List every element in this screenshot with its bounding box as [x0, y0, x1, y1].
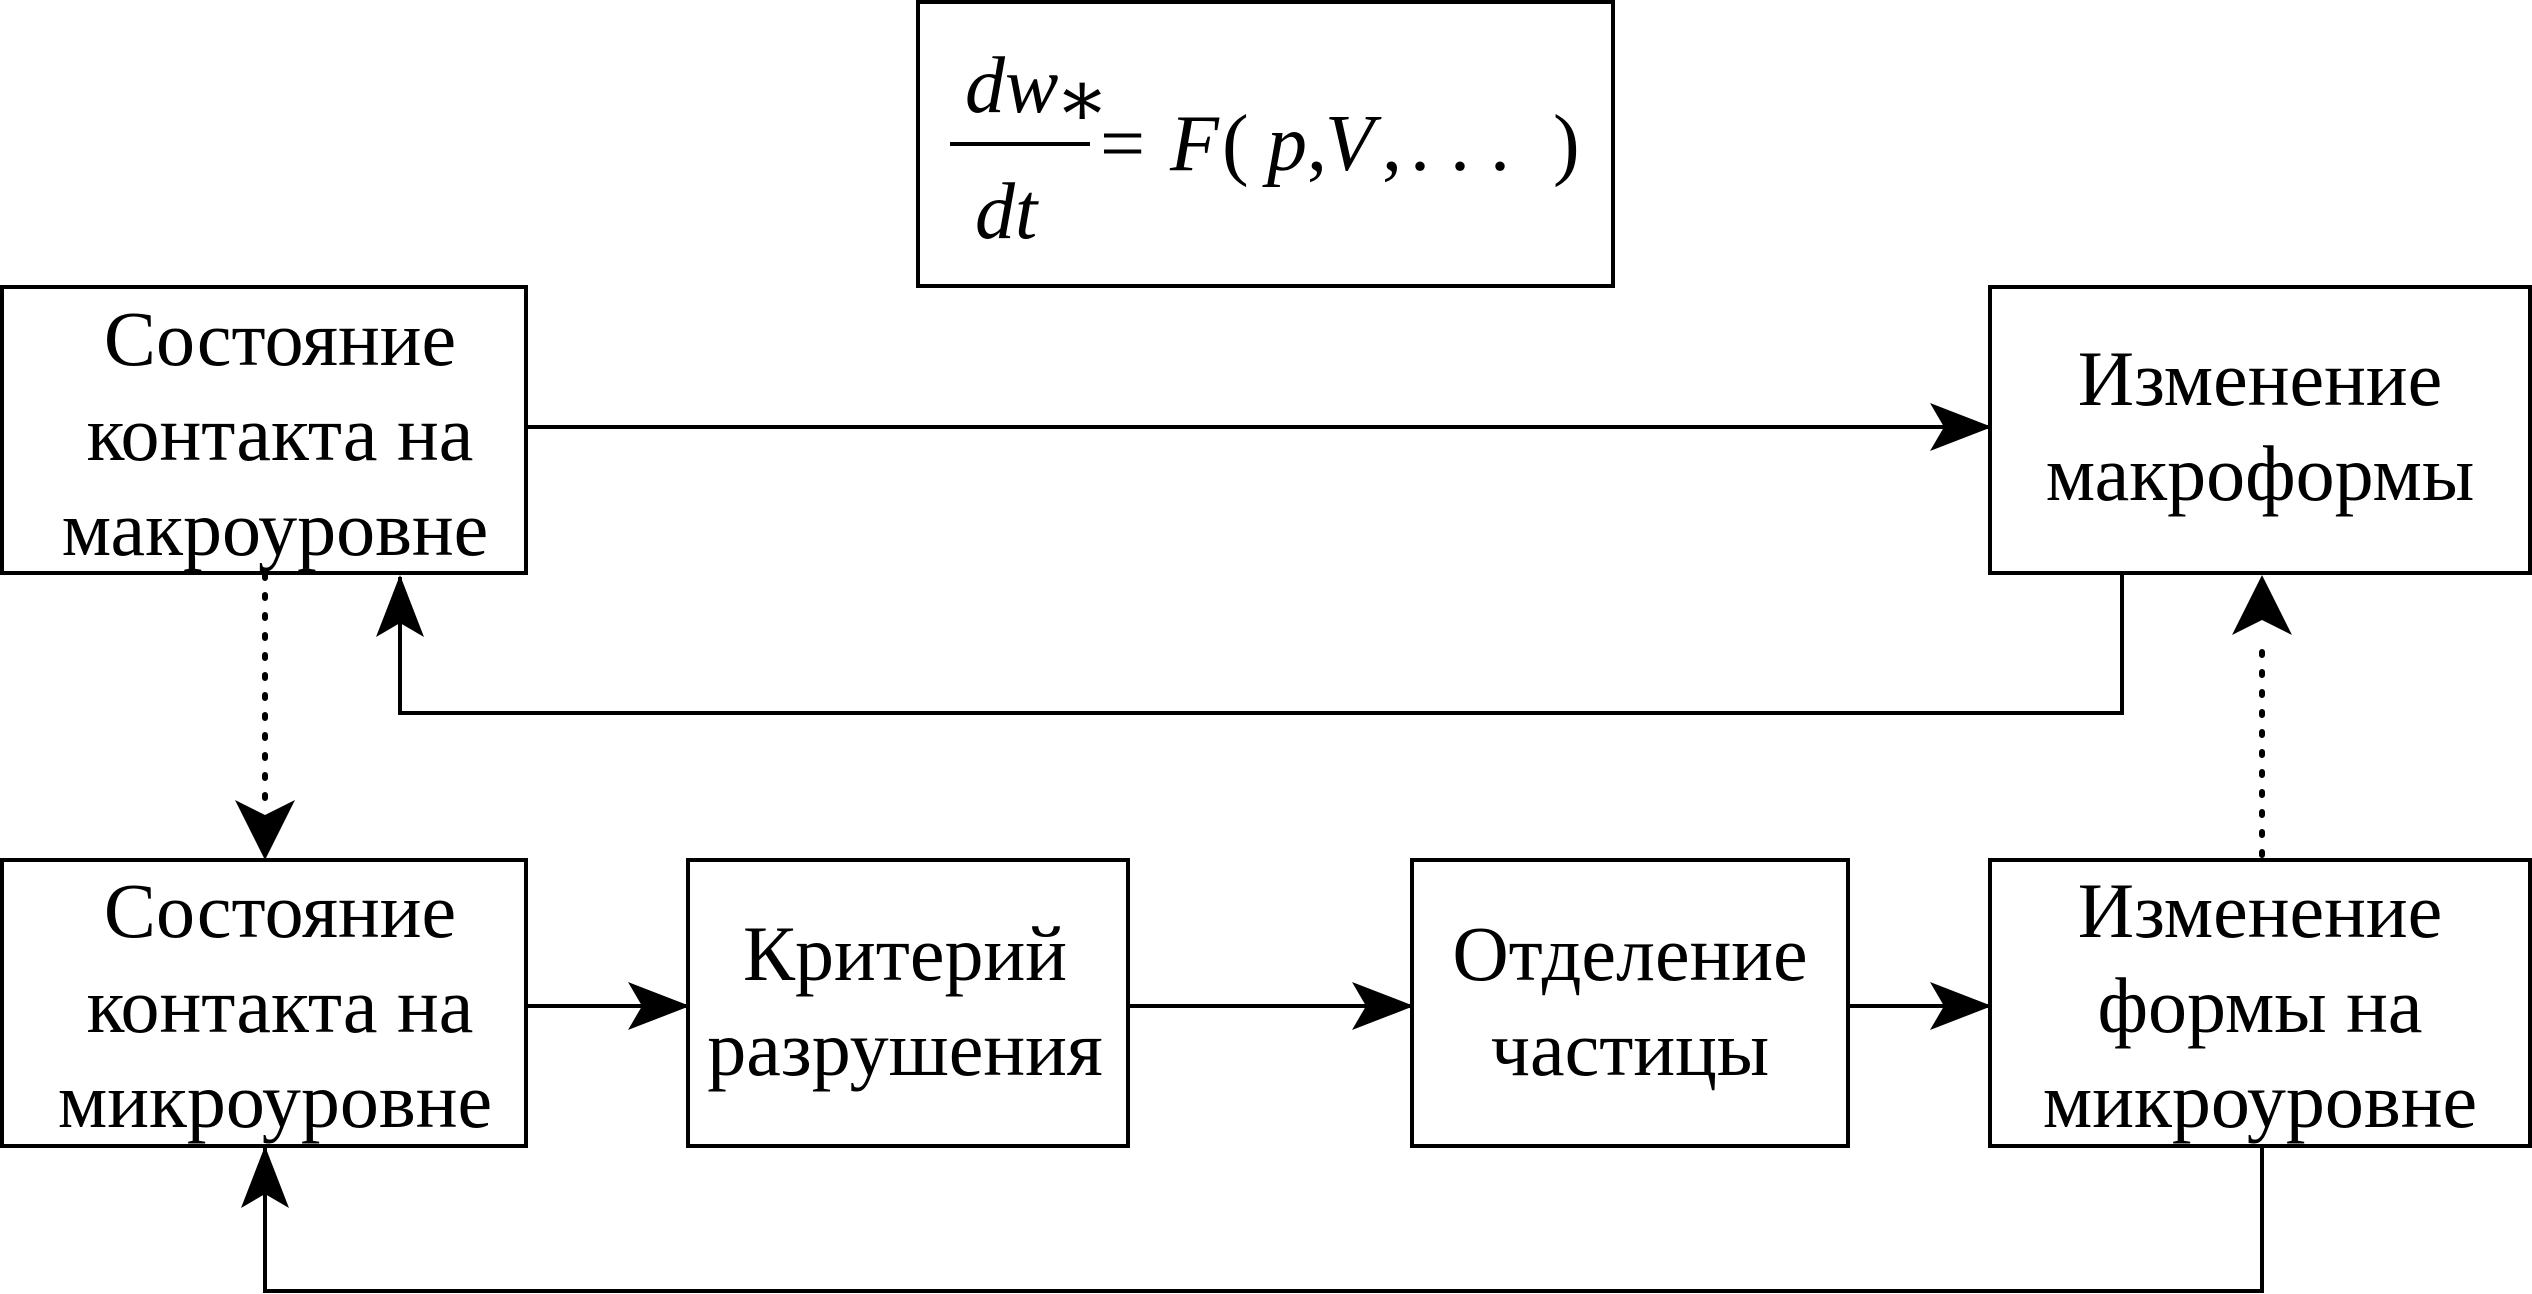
formula-function: F [1169, 100, 1220, 188]
node-label-line: микроуровне [2043, 1057, 2477, 1144]
node-label-line: макроформы [2046, 430, 2474, 517]
node-label-line: макроуровне [62, 485, 489, 572]
formula-dots: . . . [1410, 100, 1510, 188]
formula-close-paren: ) [1553, 100, 1580, 188]
node-macro-change: Изменение макроформы [1988, 285, 2532, 575]
node-label-line: разрушения [707, 1005, 1102, 1092]
arrowhead-up-icon [2232, 575, 2292, 635]
formula-denominator: dt [975, 168, 1039, 256]
node-label-line: микроуровне [58, 1057, 492, 1144]
formula-box: dw ∗ dt = F ( p , V , . . . ) [916, 0, 1615, 288]
node-label-line: контакта на [87, 390, 474, 477]
node-label-line: Состояние [104, 295, 456, 382]
formula-subscript: ∗ [1055, 56, 1109, 144]
formula-arg-p: p [1262, 100, 1307, 188]
node-label-line: Изменение [2078, 335, 2442, 422]
node-label-line: Критерий [743, 910, 1067, 997]
arrowhead-down-icon [235, 800, 295, 860]
edge-macro-change-feedback [376, 573, 2124, 715]
node-fracture-criterion: Критерий разрушения [686, 858, 1130, 1148]
node-micro-change: Изменение формы на микроуровне [1988, 858, 2532, 1148]
formula-numerator: dw [965, 42, 1058, 130]
formula-equals: = [1100, 100, 1145, 188]
node-label-line: Отделение [1452, 910, 1807, 997]
formula-comma-2: , [1382, 100, 1402, 188]
edges [235, 403, 2292, 1293]
formula-arg-v: V [1325, 100, 1382, 188]
node-label-line: Состояние [104, 867, 456, 954]
formula-comma-1: , [1307, 100, 1327, 188]
edge-micro-change-feedback [241, 1146, 2264, 1293]
node-label-line: Изменение [2078, 867, 2442, 954]
node-label-line: контакта на [87, 962, 474, 1049]
node-micro-contact: Состояние контакта на микроуровне [0, 858, 528, 1148]
formula-open-paren: ( [1222, 100, 1249, 188]
node-label-line: частицы [1491, 1005, 1769, 1092]
node-label-line: формы на [2098, 962, 2423, 1049]
node-macro-contact: Состояние контакта на макроуровне [0, 285, 528, 575]
node-particle-separation: Отделение частицы [1410, 858, 1850, 1148]
